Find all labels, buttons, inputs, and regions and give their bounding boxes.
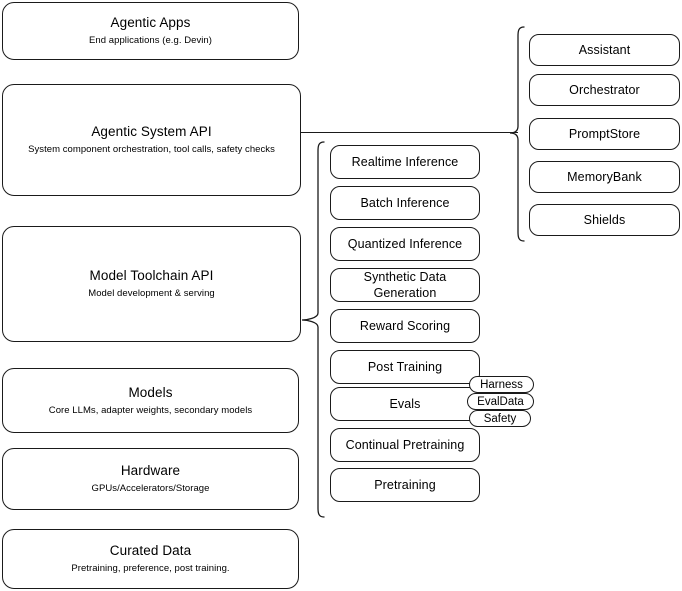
cap-continual-pretraining-label: Continual Pretraining (345, 438, 465, 452)
cap-synthetic-data-generation-label: Synthetic Data Generation (363, 270, 447, 300)
cap-batch-inference[interactable]: Batch Inference (330, 186, 480, 220)
brace-toolchain-capabilities (301, 141, 325, 520)
cap-realtime-inference[interactable]: Realtime Inference (330, 145, 480, 179)
layer-agentic-apps[interactable]: Agentic Apps End applications (e.g. Devi… (2, 2, 299, 60)
brace-agentic-system-components (509, 26, 525, 244)
cap-reward-scoring[interactable]: Reward Scoring (330, 309, 480, 343)
cap-continual-pretraining[interactable]: Continual Pretraining (330, 428, 480, 462)
layer-agentic-apps-subtitle: End applications (e.g. Devin) (89, 35, 212, 46)
component-memorybank-label: MemoryBank (567, 170, 642, 184)
cap-evals[interactable]: Evals (330, 387, 480, 421)
layer-hardware-title: Hardware (120, 463, 181, 478)
layer-agentic-system-api-subtitle: System component orchestration, tool cal… (28, 144, 275, 155)
component-shields-label: Shields (583, 213, 626, 227)
layer-models-subtitle: Core LLMs, adapter weights, secondary mo… (48, 404, 253, 416)
cap-batch-inference-label: Batch Inference (360, 196, 450, 210)
component-assistant-label: Assistant (578, 43, 631, 57)
layer-agentic-system-api-title: Agentic System API (91, 124, 212, 139)
badge-evaldata[interactable]: EvalData (467, 393, 534, 410)
layer-curated-data[interactable]: Curated Data Pretraining, preference, po… (2, 529, 299, 589)
cap-quantized-inference[interactable]: Quantized Inference (330, 227, 480, 261)
component-memorybank[interactable]: MemoryBank (529, 161, 680, 193)
cap-synthetic-data-generation[interactable]: Synthetic Data Generation (330, 268, 480, 302)
cap-pretraining-label: Pretraining (374, 478, 436, 492)
badge-safety[interactable]: Safety (469, 410, 531, 427)
layer-models-title: Models (128, 384, 173, 400)
badge-harness-label: Harness (480, 378, 523, 391)
layer-models[interactable]: Models Core LLMs, adapter weights, secon… (2, 368, 299, 433)
layer-hardware-subtitle: GPUs/Accelerators/Storage (91, 483, 210, 494)
cap-pretraining[interactable]: Pretraining (330, 468, 480, 502)
component-assistant[interactable]: Assistant (529, 34, 680, 66)
badge-harness[interactable]: Harness (469, 376, 534, 393)
connector-agentic-system-api-to-components (301, 132, 518, 134)
cap-realtime-inference-label: Realtime Inference (351, 155, 459, 169)
component-promptstore[interactable]: PromptStore (529, 118, 680, 150)
cap-quantized-inference-label: Quantized Inference (347, 237, 463, 251)
layer-model-toolchain-api-subtitle: Model development & serving (88, 288, 215, 299)
component-shields[interactable]: Shields (529, 204, 680, 236)
layer-curated-data-title: Curated Data (109, 543, 192, 558)
badge-evaldata-label: EvalData (477, 395, 524, 408)
component-orchestrator-label: Orchestrator (569, 83, 640, 97)
component-orchestrator[interactable]: Orchestrator (529, 74, 680, 106)
cap-evals-label: Evals (389, 397, 421, 411)
layer-model-toolchain-api-title: Model Toolchain API (89, 268, 214, 283)
layer-model-toolchain-api[interactable]: Model Toolchain API Model development & … (2, 226, 301, 342)
layer-agentic-apps-title: Agentic Apps (110, 15, 191, 30)
layer-curated-data-subtitle: Pretraining, preference, post training. (71, 563, 230, 574)
layer-hardware[interactable]: Hardware GPUs/Accelerators/Storage (2, 448, 299, 510)
component-promptstore-label: PromptStore (568, 127, 641, 141)
badge-safety-label: Safety (483, 412, 517, 425)
layer-agentic-system-api[interactable]: Agentic System API System component orch… (2, 84, 301, 196)
cap-reward-scoring-label: Reward Scoring (359, 319, 451, 333)
cap-post-training[interactable]: Post Training (330, 350, 480, 384)
cap-post-training-label: Post Training (367, 360, 443, 374)
